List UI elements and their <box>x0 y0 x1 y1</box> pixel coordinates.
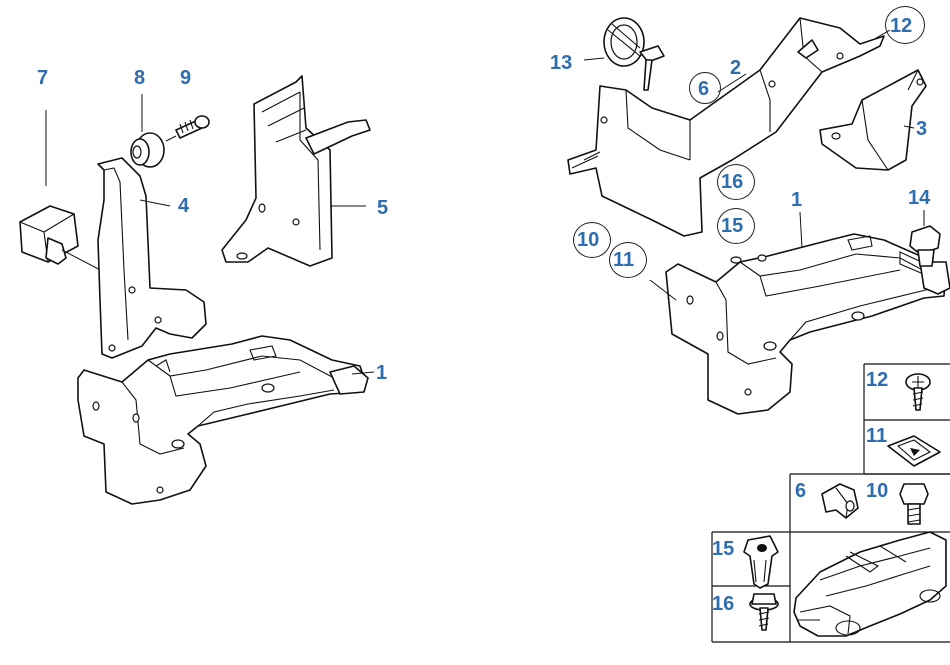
part-5-bracket <box>221 75 371 267</box>
legend-label-6: 6 <box>795 480 807 502</box>
callout-16: 16 <box>721 171 744 193</box>
fastener-legend-grid <box>711 363 950 643</box>
callout-4: 4 <box>178 195 190 217</box>
callout-12: 12 <box>890 15 913 37</box>
part-2-bracket <box>567 17 891 237</box>
part-1-battery-tray-right <box>649 211 950 415</box>
part-1-battery-tray-left <box>77 335 375 505</box>
part-9-screw <box>165 115 210 142</box>
legend-label-11: 11 <box>866 425 888 447</box>
callout-1-right: 1 <box>791 189 803 211</box>
callout-13: 13 <box>550 52 573 74</box>
part-8-grommet <box>130 94 165 168</box>
callout-10: 10 <box>577 229 600 251</box>
callout-2: 2 <box>730 57 742 79</box>
callout-8: 8 <box>134 67 146 89</box>
callout-12-circle <box>885 6 925 44</box>
callout-15: 15 <box>721 215 744 237</box>
legend-label-12: 12 <box>866 369 889 391</box>
callout-15-circle <box>717 208 755 244</box>
part-14-nut <box>909 210 941 267</box>
callout-16-circle <box>717 164 755 200</box>
callout-6-circle <box>689 72 721 104</box>
callout-10-circle <box>573 222 611 258</box>
callout-3: 3 <box>916 118 928 140</box>
car-silhouette <box>793 531 947 637</box>
callout-11: 11 <box>613 249 635 271</box>
part-7-sensor <box>19 110 109 275</box>
legend-label-16: 16 <box>712 593 735 615</box>
callout-6: 6 <box>698 78 710 100</box>
callout-5: 5 <box>377 197 389 219</box>
callout-9: 9 <box>180 67 192 89</box>
callout-14: 14 <box>908 187 931 209</box>
part-4-bracket <box>97 157 207 359</box>
legend-label-15: 15 <box>712 538 735 560</box>
part-13-cable-tie <box>583 17 665 91</box>
callout-7: 7 <box>37 67 49 89</box>
callout-1-left: 1 <box>376 362 388 384</box>
part-3-bracket <box>819 69 927 171</box>
legend-label-10: 10 <box>866 480 889 502</box>
callout-11-circle <box>609 242 647 278</box>
